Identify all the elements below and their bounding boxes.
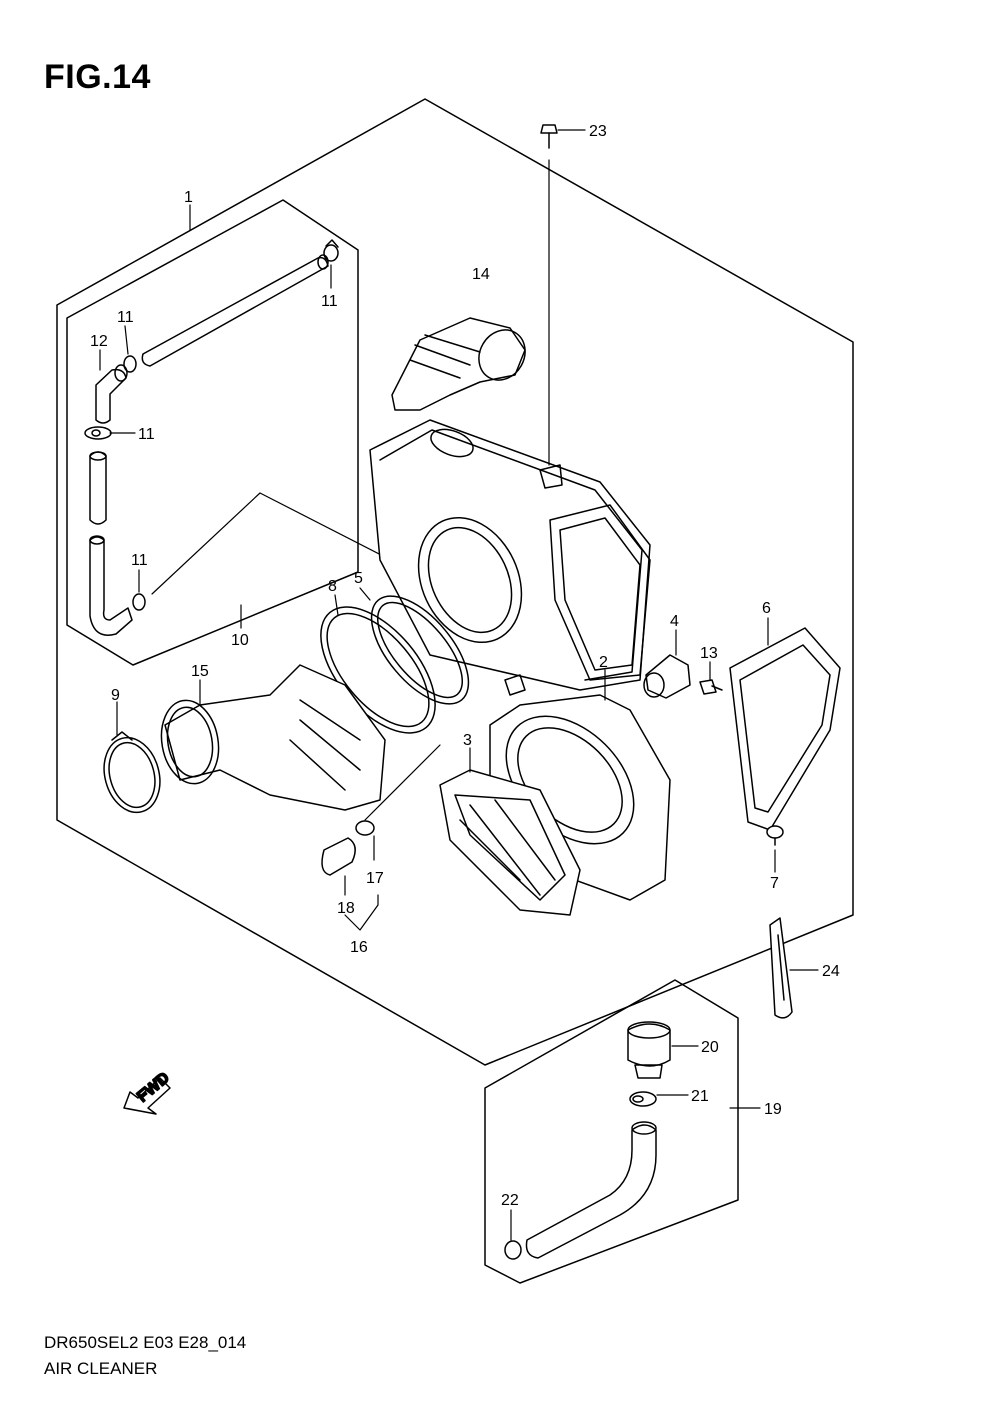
- callout-labels: 1 2 3 4 5 6 7 8 9 10 11 11 11 11 12 13 1…: [90, 123, 840, 1209]
- callout-11d: 11: [131, 552, 148, 569]
- callout-22: 22: [501, 1192, 519, 1209]
- clamp-11b: [123, 355, 137, 373]
- breather-hose-short: [89, 451, 107, 525]
- callout-7: 7: [770, 875, 779, 892]
- callout-18: 18: [337, 900, 355, 917]
- gasket-5: [370, 595, 470, 705]
- clamp-22: [504, 1240, 522, 1260]
- screw-13: [699, 679, 723, 695]
- callout-19: 19: [764, 1101, 782, 1118]
- callout-9: 9: [111, 687, 120, 704]
- callout-16: 16: [350, 939, 368, 956]
- model-code: DR650SEL2 E03 E28_014: [44, 1333, 247, 1352]
- callout-3: 3: [463, 732, 472, 749]
- callout-10: 10: [231, 632, 249, 649]
- leader-5: [359, 587, 371, 601]
- callout-21: 21: [691, 1088, 709, 1105]
- breather-subassembly-outline: [66, 199, 359, 666]
- leader-lines-breather: [99, 204, 431, 629]
- callout-23: 23: [589, 123, 607, 140]
- part-4: [643, 654, 691, 699]
- breather-hose-long: [141, 254, 329, 367]
- filter-element-3: [439, 769, 581, 916]
- callout-4: 4: [670, 613, 679, 630]
- leader-lines-16-17-18: [344, 744, 441, 931]
- callout-6: 6: [762, 600, 771, 617]
- callout-8: 8: [328, 578, 337, 595]
- drain-subassembly-outline: [484, 979, 739, 1284]
- callout-14: 14: [472, 266, 490, 283]
- callout-1: 1: [184, 189, 193, 206]
- callout-12: 12: [90, 333, 108, 350]
- elbow-joint-12: [95, 364, 128, 424]
- callout-24: 24: [822, 963, 840, 980]
- callout-20: 20: [701, 1039, 719, 1056]
- intake-duct-14: [391, 317, 526, 411]
- air-cleaner-case: [369, 419, 651, 696]
- clamp-11a: [323, 239, 339, 262]
- callout-11b: 11: [117, 309, 134, 326]
- fwd-arrow-icon: [123, 1077, 171, 1115]
- side-cover-6: [729, 627, 841, 831]
- clamp-11d: [132, 593, 146, 611]
- figure-title: FIG.14: [44, 58, 151, 96]
- drain-plug-18: [321, 837, 356, 876]
- intake-tube-15: [160, 664, 386, 811]
- drain-hose: [525, 1121, 657, 1259]
- callout-13: 13: [700, 645, 718, 662]
- callout-5: 5: [354, 570, 363, 587]
- bolt-23: [540, 124, 558, 466]
- clamp-21: [629, 1091, 657, 1107]
- callout-2: 2: [599, 654, 608, 671]
- cap-20: [627, 1021, 671, 1079]
- leader-8: [334, 594, 339, 616]
- callout-17: 17: [366, 870, 384, 887]
- section-name: AIR CLEANER: [44, 1359, 158, 1378]
- bracket-24: [769, 917, 793, 1019]
- clamp-17: [355, 820, 375, 836]
- callout-11a: 11: [321, 293, 338, 310]
- clamp-9: [103, 731, 161, 814]
- callout-11c: 11: [138, 426, 155, 443]
- clamp-11c: [84, 426, 112, 440]
- main-assembly-outline: [56, 98, 854, 1066]
- callout-15: 15: [191, 663, 209, 680]
- screw-7: [766, 825, 784, 846]
- breather-hose-bent: [89, 535, 133, 636]
